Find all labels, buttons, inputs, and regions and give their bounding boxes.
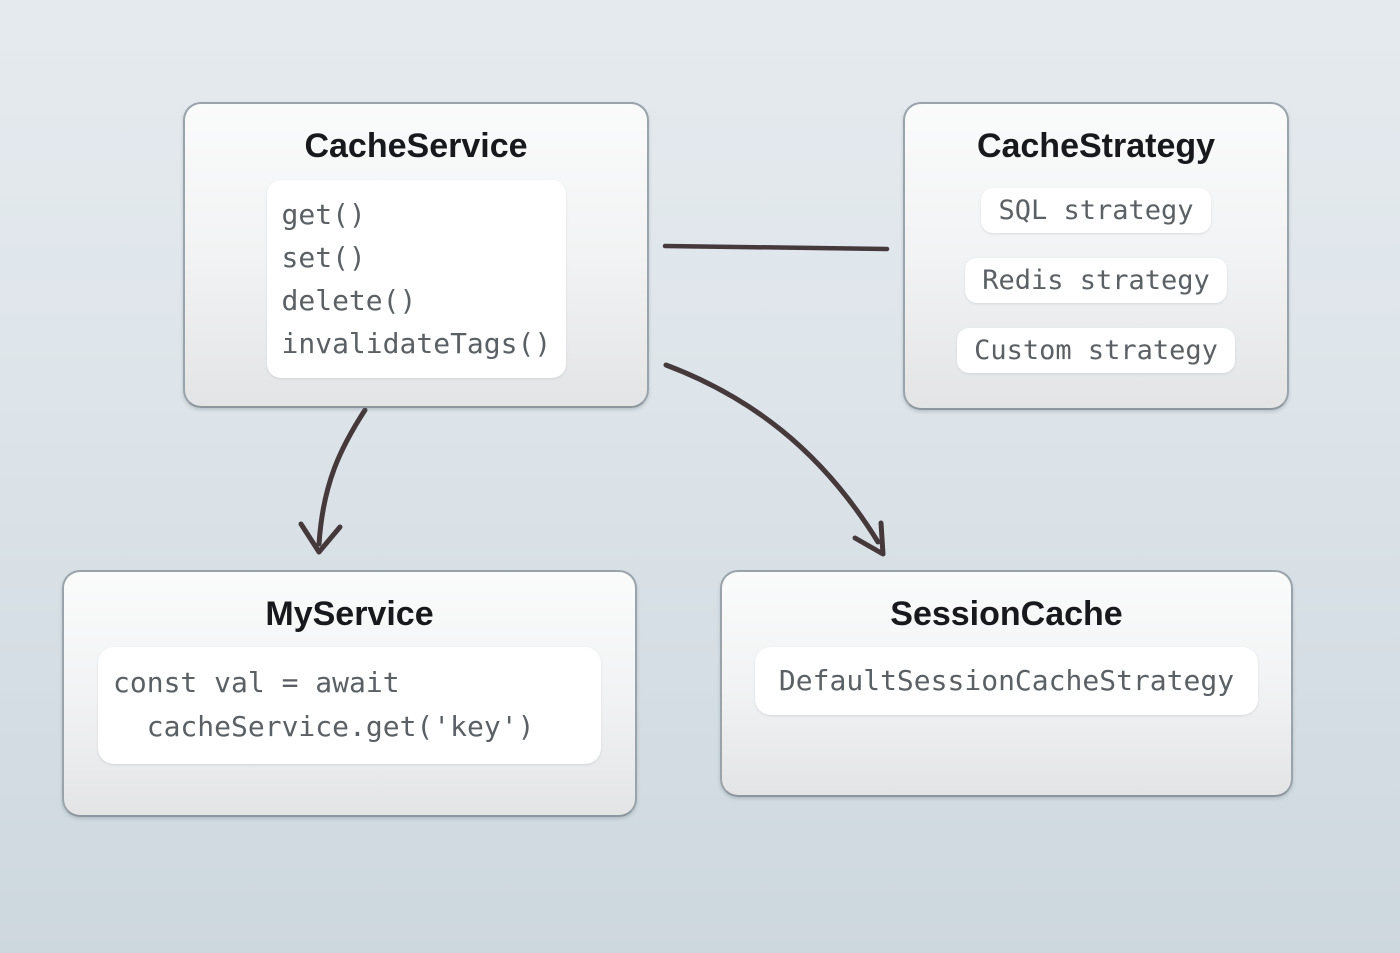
arrowhead-icon <box>298 521 343 555</box>
strategy-label: DefaultSessionCacheStrategy <box>778 664 1235 697</box>
node-title: CacheService <box>304 127 528 165</box>
node-title: CacheStrategy <box>976 127 1216 165</box>
method-item: delete() <box>281 284 417 317</box>
node-cachestrategy: CacheStrategy SQL strategy Redis strateg… <box>903 102 1289 410</box>
strategy-pill: Custom strategy <box>957 328 1235 373</box>
code-snippet-panel: const val = await cacheService.get('key'… <box>98 647 601 764</box>
node-myservice: MyService const val = await cacheService… <box>62 570 637 817</box>
node-cacheservice: CacheService get() set() delete() invali… <box>183 102 649 408</box>
code-line: const val = await <box>113 666 400 699</box>
node-sessioncache: SessionCache DefaultSessionCacheStrategy <box>720 570 1293 797</box>
method-item: set() <box>281 241 366 274</box>
method-list-panel: get() set() delete() invalidateTags() <box>266 180 566 378</box>
default-strategy-panel: DefaultSessionCacheStrategy <box>755 647 1258 715</box>
method-item: invalidateTags() <box>281 327 552 360</box>
method-item: get() <box>281 198 366 231</box>
edge-line-cacheservice-cachestrategy <box>662 243 890 252</box>
strategy-pill: Redis strategy <box>965 258 1227 303</box>
code-line: cacheService.get('key') <box>113 710 535 743</box>
arrowhead-icon <box>852 520 886 557</box>
edge-arrow-cacheservice-myservice <box>298 407 368 555</box>
edge-curve <box>663 362 881 545</box>
edge-curve <box>316 407 368 547</box>
node-title: SessionCache <box>890 595 1123 633</box>
node-title: MyService <box>265 595 434 633</box>
strategy-pill: SQL strategy <box>981 188 1211 233</box>
strategy-list: SQL strategy Redis strategy Custom strat… <box>957 188 1235 373</box>
edge-arrow-cacheservice-sessioncache <box>663 362 886 557</box>
